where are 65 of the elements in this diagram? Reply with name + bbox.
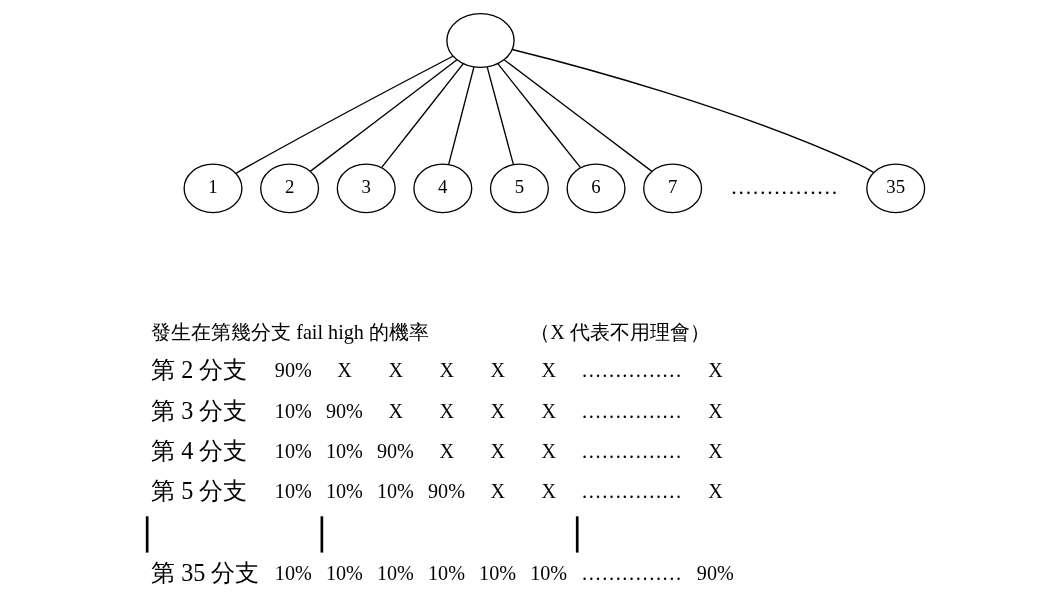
connector [309, 59, 457, 173]
label: 10% [274, 562, 312, 585]
label: 90% [325, 399, 363, 422]
node-ellipse: 4 [412, 163, 472, 214]
connector [496, 63, 581, 169]
label: X [541, 439, 556, 462]
node-ellipse: 35 [865, 163, 925, 214]
label: X [707, 480, 723, 503]
connector [511, 48, 874, 174]
label: 10% [274, 480, 312, 503]
label: X [490, 439, 505, 462]
label: X [438, 359, 454, 382]
label: X [438, 439, 454, 462]
label: X [541, 399, 556, 422]
label: 第 3 分支 [150, 396, 247, 424]
connector [234, 55, 453, 175]
label: 10% [274, 399, 312, 422]
connector [503, 59, 653, 173]
label: …………… [580, 399, 682, 422]
label: …………… [580, 562, 682, 585]
node-ellipse: 2 [259, 163, 319, 214]
label: 第 2 分支 [150, 356, 247, 384]
label: 發生在第幾分支 fail high 的機率 [150, 320, 429, 343]
label: X [707, 439, 723, 462]
label: X [707, 399, 723, 422]
connector [486, 66, 514, 166]
connector [447, 66, 475, 166]
node-ellipse: 5 [489, 163, 549, 214]
label: X [541, 480, 556, 503]
label: X [490, 399, 505, 422]
label: 10% [478, 562, 516, 585]
label: 10% [529, 562, 567, 585]
label: …………… [729, 174, 838, 199]
label: …………… [580, 480, 682, 503]
label: …………… [580, 359, 682, 382]
node-ellipse: 7 [642, 163, 702, 214]
label: （X 代表不用理會） [529, 320, 710, 343]
label: 第 5 分支 [150, 477, 247, 505]
label: X [438, 399, 454, 422]
label: 10% [376, 562, 414, 585]
node-ellipse: 3 [336, 163, 396, 214]
connector [380, 63, 464, 169]
label: 10% [325, 562, 363, 585]
label: 90% [376, 439, 414, 462]
label: 90% [427, 480, 465, 503]
label: 10% [376, 480, 414, 503]
label: 90% [696, 562, 734, 585]
label: X [387, 359, 403, 382]
label: X [490, 359, 505, 382]
label: …………… [580, 439, 682, 462]
label: X [387, 399, 403, 422]
node-circle [445, 13, 515, 69]
label: X [707, 359, 723, 382]
node-ellipse: 1 [182, 163, 243, 214]
label: 10% [325, 480, 363, 503]
label: X [490, 480, 505, 503]
label: 10% [427, 562, 465, 585]
label: 10% [325, 439, 363, 462]
label: 第 4 分支 [150, 437, 247, 465]
label: X [541, 359, 556, 382]
node-ellipse: 6 [565, 163, 626, 214]
label: 10% [274, 439, 312, 462]
label: 第 35 分支 [150, 559, 259, 587]
label: 90% [274, 359, 312, 382]
label: X [336, 359, 352, 382]
